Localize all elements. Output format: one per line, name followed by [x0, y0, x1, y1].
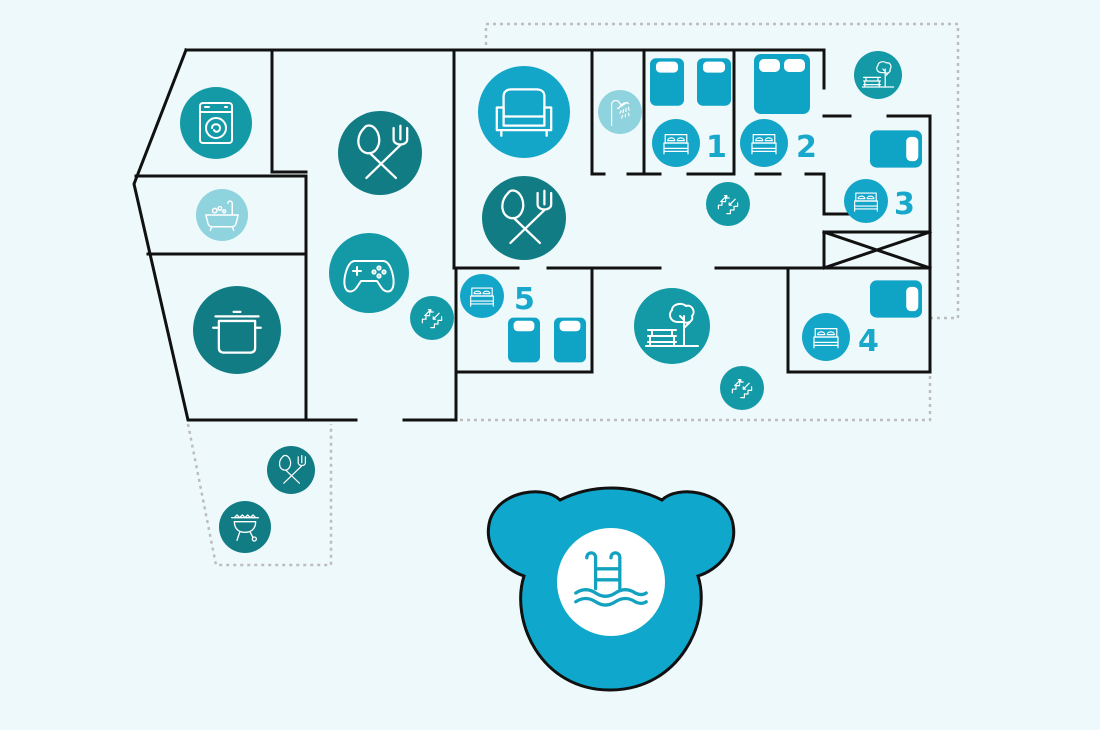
- bathroom: [196, 189, 248, 241]
- bedroom-5: 5: [460, 274, 586, 363]
- games-room: [329, 233, 409, 313]
- shower-room: [598, 90, 642, 134]
- terrace-outline-bottom: [456, 376, 932, 422]
- laundry-room: [180, 87, 252, 159]
- living-room: [478, 66, 570, 158]
- single-bed-icon: [554, 317, 586, 363]
- garden: [854, 51, 902, 99]
- room-number-4: 4: [858, 324, 879, 359]
- outdoor-dining: [267, 446, 315, 494]
- swimming-pool: [486, 486, 736, 692]
- terrace-outline-right: [484, 22, 960, 320]
- single-bed-icon: [870, 280, 922, 318]
- room-number-3: 3: [894, 187, 915, 222]
- patio: [634, 288, 710, 364]
- single-bed-icon: [697, 58, 731, 106]
- terrace-outline-left: [186, 423, 333, 567]
- single-bed-icon: [508, 317, 540, 363]
- stairs-1: [410, 296, 454, 340]
- single-bed-icon: [870, 130, 922, 168]
- bedroom-3: 3: [844, 130, 922, 223]
- room-number-1: 1: [706, 130, 727, 165]
- kitchen: [193, 286, 281, 374]
- bedroom-4: 4: [802, 280, 922, 361]
- stairs-2: [706, 182, 750, 226]
- bedroom-1: 1: [650, 58, 731, 167]
- dining-room-main: [338, 111, 422, 195]
- room-number-2: 2: [796, 130, 817, 165]
- stairs-3: [720, 366, 764, 410]
- walls: [132, 48, 932, 422]
- single-bed-icon: [650, 58, 684, 106]
- dining-room-second: [482, 176, 566, 260]
- room-number-5: 5: [514, 282, 535, 317]
- double-bed-icon: [754, 54, 810, 114]
- bedroom-2: 2: [740, 54, 817, 167]
- barbecue-area: [219, 501, 271, 553]
